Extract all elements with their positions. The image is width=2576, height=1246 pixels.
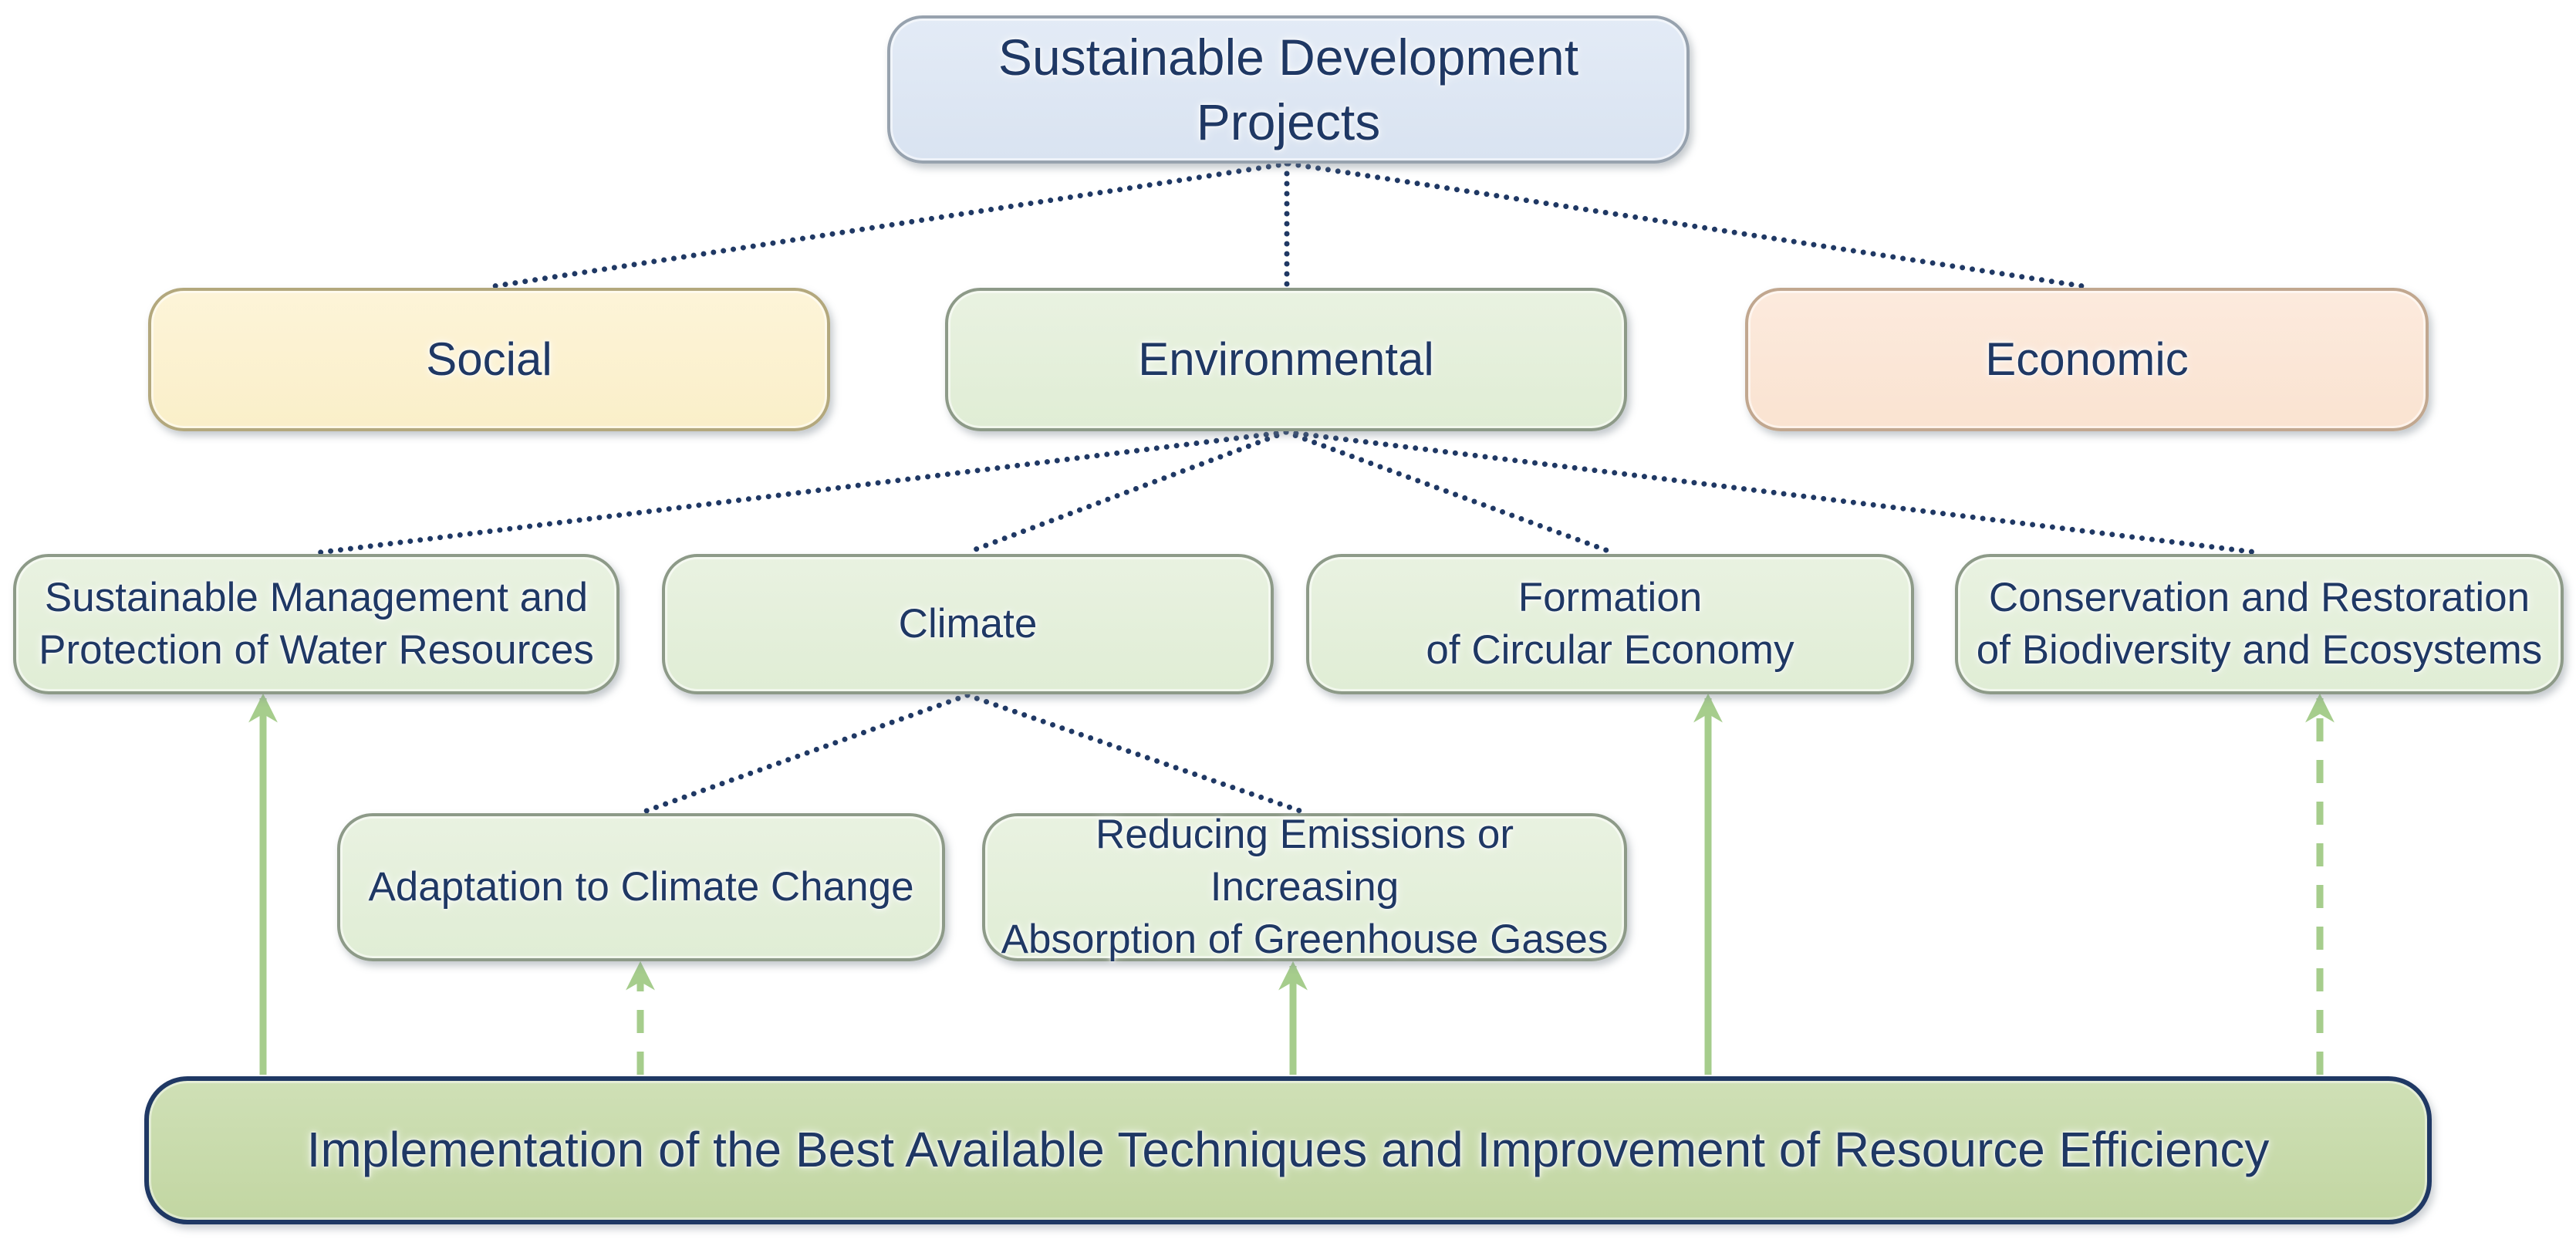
node-economic: Economic	[1745, 288, 2429, 431]
connector-environmental-biodiversity	[1283, 429, 2260, 555]
connector-climate-adaptation	[641, 692, 971, 815]
node-environmental: Environmental	[945, 288, 1627, 431]
connector-environmental-circular	[1283, 429, 1615, 555]
connector-environmental-climate	[964, 429, 1289, 555]
node-biodiversity-ecosystems: Conservation and Restoration of Biodiver…	[1955, 554, 2564, 694]
connector-environmental-water	[317, 429, 1289, 555]
connector-climate-emissions	[964, 692, 1305, 815]
node-climate: Climate	[662, 554, 1274, 694]
node-circular-economy: Formation of Circular Economy	[1306, 554, 1914, 694]
node-best-available-techniques-bar: Implementation of the Best Available Tec…	[144, 1076, 2432, 1224]
node-sustainable-development-projects: Sustainable Development Projects	[887, 15, 1690, 164]
node-social: Social	[148, 288, 830, 431]
connector-root-social	[491, 160, 1291, 289]
node-greenhouse-gases: Reducing Emissions or Increasing Absorpt…	[982, 812, 1627, 962]
node-water-resources: Sustainable Management and Protection of…	[13, 554, 620, 694]
node-adaptation-climate-change: Adaptation to Climate Change	[337, 813, 945, 961]
connector-root-economic	[1285, 160, 2086, 289]
